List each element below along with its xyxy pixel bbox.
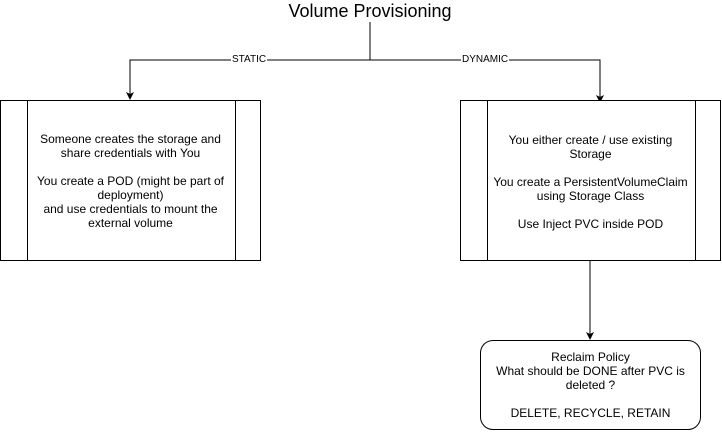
dynamic-box-right-bar: [695, 101, 696, 260]
dynamic-box-line: Storage: [569, 147, 612, 161]
dynamic-box-line: You create a PersistentVolumeClaim: [493, 175, 688, 189]
reclaim-box-line: What should be DONE after PVC is: [496, 364, 685, 378]
static-box-line: external volume: [88, 215, 173, 230]
static-edge-label: STATIC: [231, 54, 268, 66]
static-box-line: share credentials with You: [60, 145, 201, 160]
diagram-title: Volume Provisioning: [288, 1, 452, 21]
dynamic-edge-label: DYNAMIC: [461, 54, 510, 66]
reclaim-box-line: deleted ?: [565, 378, 616, 392]
static-box-line: and use credentials to mount the: [43, 201, 218, 216]
dynamic-connector: [370, 59, 604, 103]
dynamic-box-line: using Storage Class: [536, 189, 645, 203]
dynamic-box-left-bar: [487, 101, 488, 260]
reclaim-box-line: DELETE, RECYCLE, RETAIN: [510, 406, 671, 420]
static-box-line: You create a POD (might be part of: [37, 173, 224, 188]
static-box-text: Someone creates the storage and share cr…: [28, 101, 233, 260]
static-box-line: Someone creates the storage and: [40, 131, 221, 146]
static-box-left-bar: [27, 101, 28, 260]
dynamic-box-line: Use Inject PVC inside POD: [517, 217, 664, 231]
static-box-right-bar: [235, 101, 236, 260]
reclaim-box-line: Reclaim Policy: [551, 350, 630, 364]
static-connector: [126, 59, 370, 100]
static-box-line: deployment): [97, 187, 164, 202]
dynamic-provisioning-box: You either create / use existing Storage…: [460, 100, 721, 261]
reclaim-policy-box: Reclaim Policy What should be DONE after…: [480, 340, 701, 430]
dynamic-box-text: You either create / use existing Storage…: [488, 101, 693, 260]
static-provisioning-box: Someone creates the storage and share cr…: [0, 100, 261, 261]
dynamic-box-line: You either create / use existing: [508, 133, 673, 147]
